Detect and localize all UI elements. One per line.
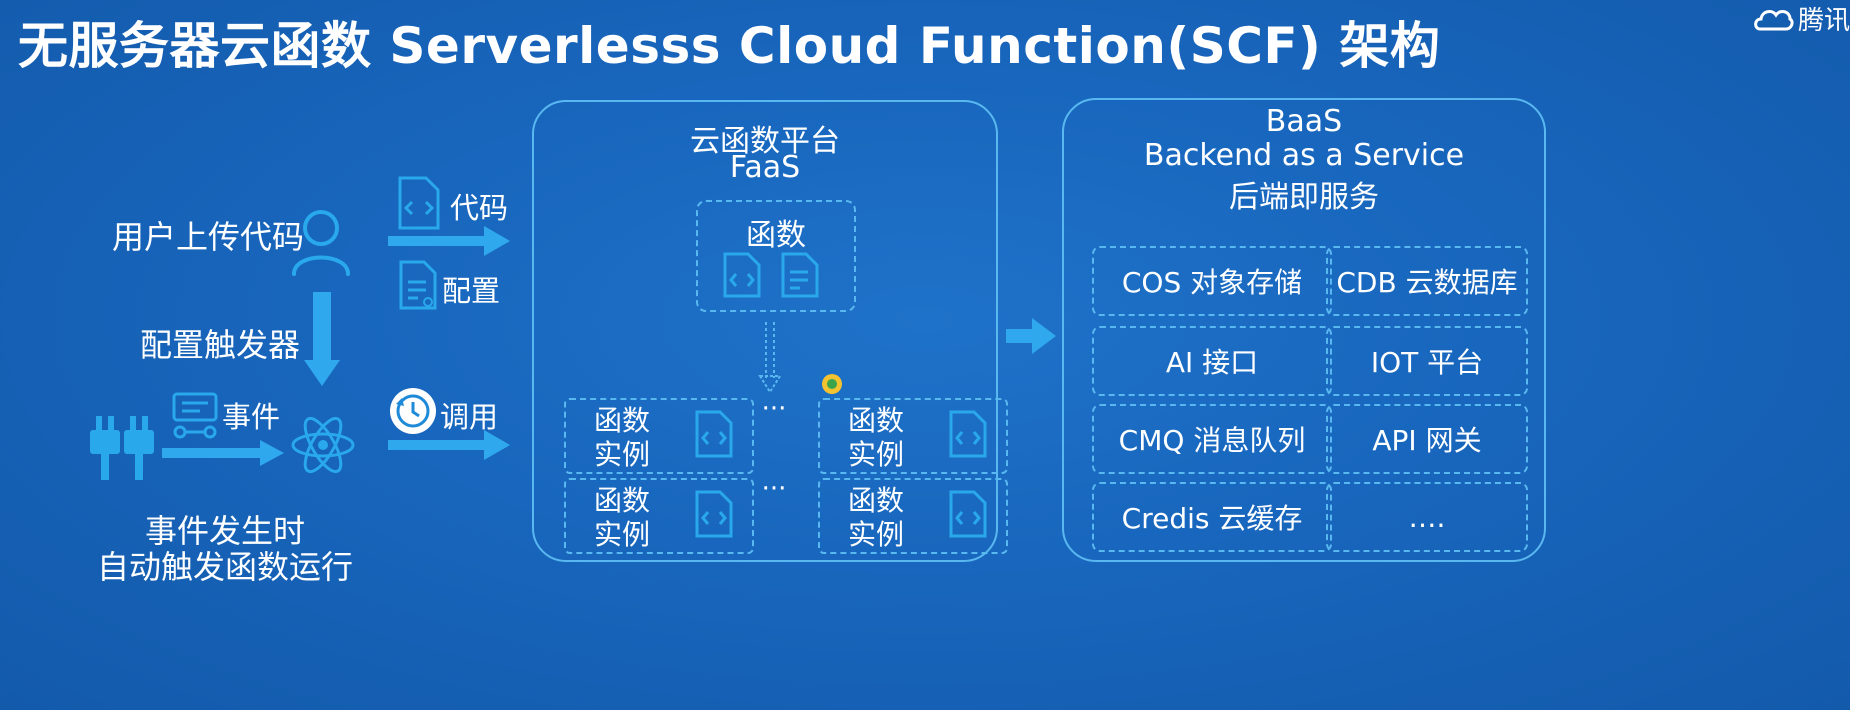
page-title: 无服务器云函数 Serverlesss Cloud Function(SCF) … [18,17,1441,75]
event-desc-line2: 自动触发函数运行 [96,548,353,586]
instance-label: 函数 [848,404,905,437]
faas-to-baas-arrow [1006,318,1056,354]
function-box [696,200,856,312]
instance-code-icon [949,490,987,538]
upload-arrow [388,226,510,256]
config-label: 配置 [442,274,501,308]
function-runtime-icon [291,416,355,474]
baas-title-line1: BaaS [1265,104,1343,139]
config-trigger-label: 配置触发器 [140,326,301,364]
user-icon [292,210,350,276]
service-iot: IOT 平台 [1326,326,1528,396]
instance-code-icon [695,410,733,458]
instance-label: 实例 [594,518,651,551]
instance-code-icon [695,490,733,538]
instance-ellipsis: ··· [761,474,787,504]
faas-title-line2: FaaS [729,150,801,185]
instance-label: 函数 [848,484,905,517]
faas-panel [532,100,998,562]
plug-icon [90,416,154,480]
service-api-gateway: API 网关 [1326,404,1528,474]
config-file-icon [399,260,437,310]
down-arrow [304,292,340,386]
service-cdb: CDB 云数据库 [1326,246,1528,316]
instance-box-4: 函数实例 [818,478,1008,554]
logo-text: 腾讯 [1797,6,1850,36]
code-file-icon [398,176,440,230]
function-code-icon [723,252,761,298]
function-label: 函数 [746,218,806,253]
instance-code-icon [949,410,987,458]
instance-label: 实例 [594,438,651,471]
baas-title-line2: Backend as a Service [1143,138,1465,173]
service-cmq: CMQ 消息队列 [1092,404,1332,474]
service-ai: AI 接口 [1092,326,1332,396]
instance-label: 实例 [848,518,905,551]
event-arrow [162,440,284,466]
event-icon [172,392,218,439]
event-label: 事件 [222,400,281,434]
invoke-label: 调用 [440,400,499,434]
invoke-arrow [388,430,510,460]
upload-code-label: 用户上传代码 [112,218,305,256]
instantiate-arrow [758,322,782,394]
invoke-clock-icon [390,388,436,434]
instance-ellipsis: ··· [761,394,787,424]
instance-label: 实例 [848,438,905,471]
baas-title-line3: 后端即服务 [1229,180,1379,215]
instance-label: 函数 [594,404,651,437]
cloud-logo-icon [1754,9,1794,30]
event-desc-line1: 事件发生时 [144,512,305,550]
badge-icon [822,374,842,394]
instance-box-2: 函数实例 [818,398,1008,474]
code-label: 代码 [450,191,509,225]
service-more: …. [1326,482,1528,552]
function-config-icon [781,252,819,298]
service-credis: Credis 云缓存 [1092,482,1332,552]
service-cos: COS 对象存储 [1092,246,1332,316]
instance-box-1: 函数实例 [564,398,754,474]
baas-panel [1062,98,1546,562]
faas-title-line1: 云函数平台 [690,124,840,159]
brand-logo: 腾讯 [1752,0,1850,37]
instance-label: 函数 [594,484,651,517]
instance-box-3: 函数实例 [564,478,754,554]
